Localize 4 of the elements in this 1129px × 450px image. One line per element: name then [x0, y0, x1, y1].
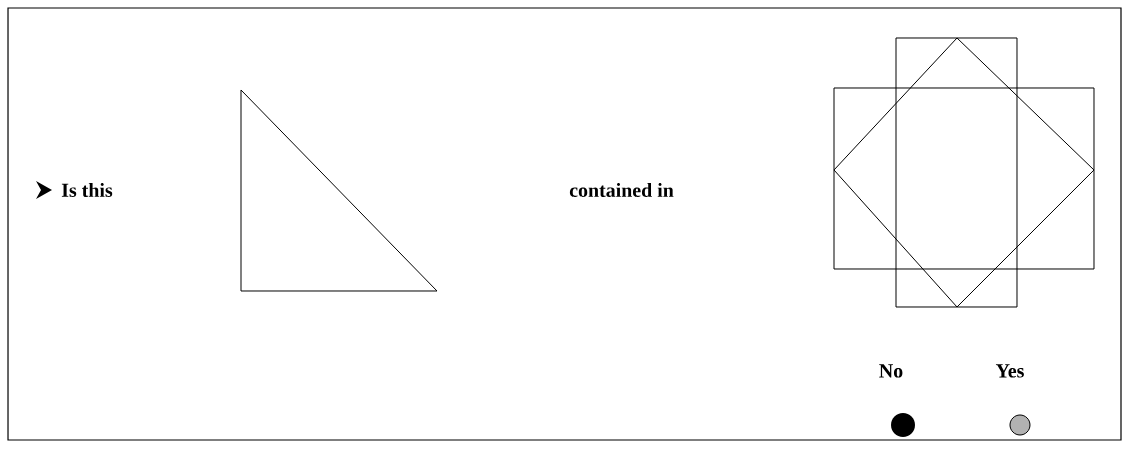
prompt-text: Is this: [61, 183, 113, 197]
option-label: Yes: [995, 364, 1024, 378]
option-label: No: [879, 364, 903, 378]
prompt-text: contained in: [569, 183, 674, 197]
